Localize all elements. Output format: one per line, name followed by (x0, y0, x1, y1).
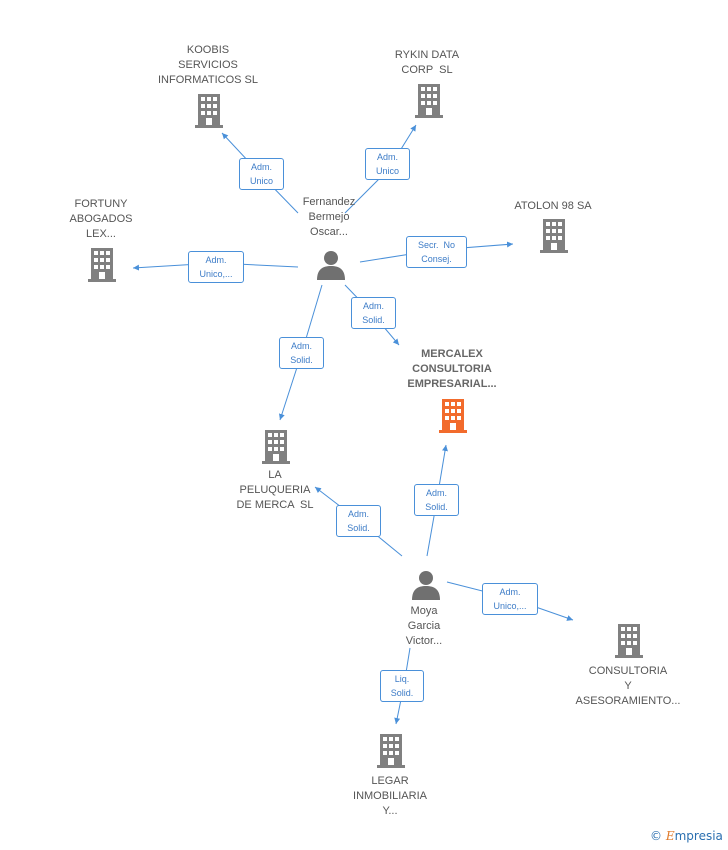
consultoria-building-icon[interactable] (613, 624, 645, 663)
consultoria-label[interactable]: CONSULTORIA Y ASESORAMIENTO... (575, 665, 681, 707)
edge-label-fernandez-peluqueria: Adm. Solid. (279, 337, 324, 369)
edge-label-fernandez-fortuny: Adm. Unico,... (188, 251, 244, 283)
edge-label-moya-peluqueria: Adm. Solid. (336, 505, 381, 537)
edge-label-fernandez-mercalex: Adm. Solid. (351, 297, 396, 329)
empresia-watermark: © Empresia (650, 829, 723, 843)
edge-label-moya-mercalex: Adm. Solid. (414, 484, 459, 516)
koobis-building-icon[interactable] (193, 94, 225, 133)
legar-building-icon[interactable] (375, 734, 407, 773)
peluqueria-building-icon[interactable] (260, 430, 292, 469)
koobis-label[interactable]: KOOBIS SERVICIOS INFORMATICOS SL (157, 44, 259, 86)
rykin-building-icon[interactable] (413, 84, 445, 123)
rykin-label[interactable]: RYKIN DATA CORP SL (394, 49, 460, 76)
peluqueria-label[interactable]: LA PELUQUERIA DE MERCA SL (236, 469, 314, 511)
atolon-building-icon[interactable] (538, 219, 570, 258)
mercalex-building-icon[interactable] (437, 399, 469, 438)
fortuny-building-icon[interactable] (86, 248, 118, 287)
brand-initial: E (665, 829, 675, 843)
mercalex-label[interactable]: MERCALEX CONSULTORIA EMPRESARIAL... (407, 348, 497, 390)
edge-label-moya-consultoria: Adm. Unico,... (482, 583, 538, 615)
legar-label[interactable]: LEGAR INMOBILIARIA Y... (353, 775, 427, 817)
atolon-label[interactable]: ATOLON 98 SA (514, 200, 592, 212)
edge-label-fernandez-atolon: Secr. No Consej. (406, 236, 467, 268)
moya-person-icon[interactable] (411, 570, 441, 605)
moya-label[interactable]: Moya Garcia Victor... (405, 605, 443, 647)
fernandez-label[interactable]: Fernandez Bermejo Oscar... (302, 196, 356, 238)
copyright-symbol: © (650, 829, 662, 843)
brand-name: mpresia (674, 829, 723, 843)
fortuny-label[interactable]: FORTUNY ABOGADOS LEX... (69, 198, 133, 240)
edge-label-moya-legar: Liq. Solid. (380, 670, 424, 702)
edge-label-fernandez-rykin: Adm. Unico (365, 148, 410, 180)
fernandez-person-icon[interactable] (316, 250, 346, 285)
edge-label-fernandez-koobis: Adm. Unico (239, 158, 284, 190)
